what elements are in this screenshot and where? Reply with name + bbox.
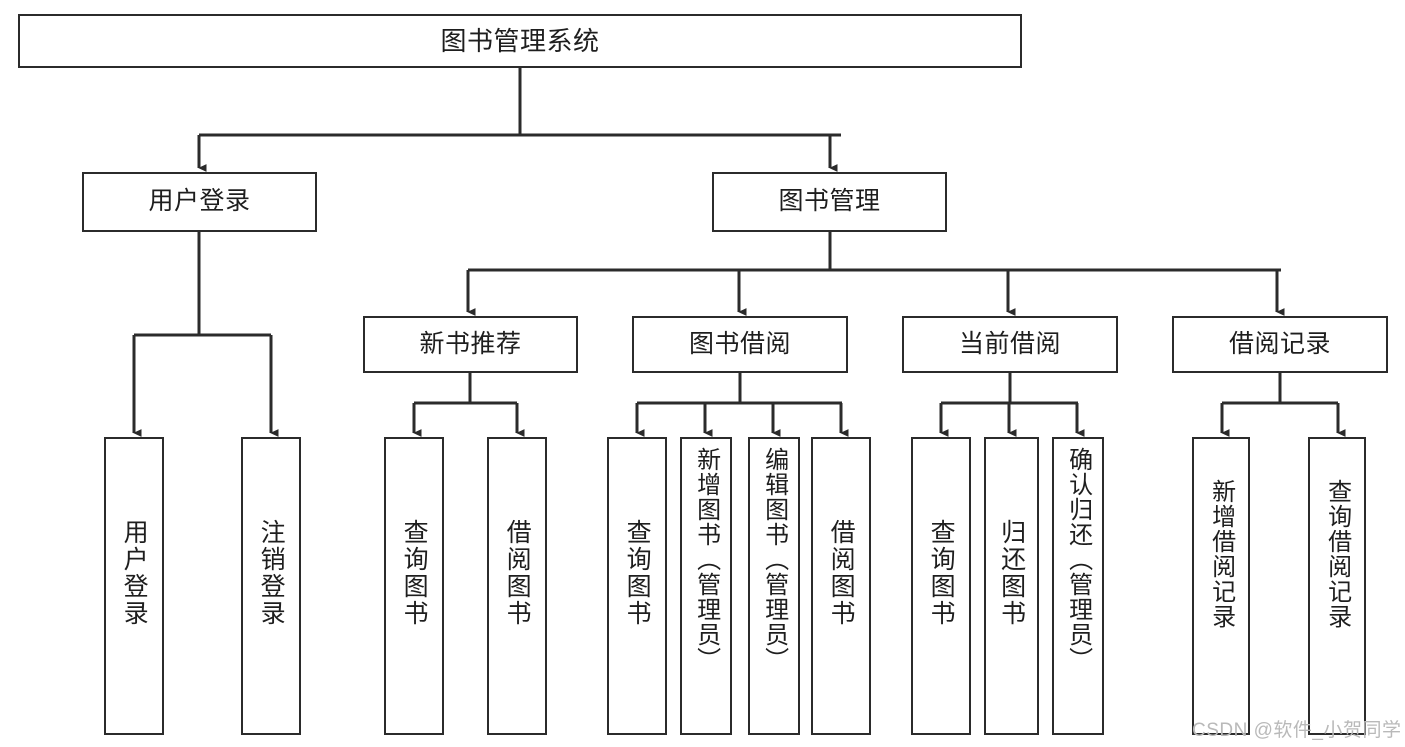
- node-leaf-add-record[interactable]: 新增借阅记录: [1192, 437, 1250, 735]
- node-leaf-edit-book[interactable]: 编辑图书（管理员）: [748, 437, 800, 735]
- node-root-label: 图书管理系统: [440, 25, 600, 56]
- node-borrow-record-label: 借阅记录: [1228, 329, 1331, 358]
- node-leaf-return-book[interactable]: 归还图书: [984, 437, 1039, 735]
- node-current-borrow[interactable]: 当前借阅: [902, 316, 1118, 373]
- node-borrow-record[interactable]: 借阅记录: [1172, 316, 1388, 373]
- node-leaf-confirm-return[interactable]: 确认归还（管理员）: [1052, 437, 1104, 735]
- node-leaf-return-book-label: 归还图书: [997, 519, 1026, 627]
- node-leaf-query-record-label: 查询借阅记录: [1323, 479, 1351, 629]
- node-book-borrow[interactable]: 图书借阅: [632, 316, 848, 373]
- node-leaf-edit-book-label: 编辑图书（管理员）: [760, 447, 788, 672]
- csdn-watermark-text: CSDN @软件_小贺同学: [1192, 720, 1402, 741]
- node-leaf-borrow-book-label: 借阅图书: [827, 519, 856, 627]
- node-leaf-cur-query[interactable]: 查询图书: [911, 437, 971, 735]
- node-leaf-logout[interactable]: 注销登录: [241, 437, 301, 735]
- node-leaf-cur-query-label: 查询图书: [927, 519, 956, 627]
- node-leaf-rec-borrow[interactable]: 借阅图书: [487, 437, 547, 735]
- node-leaf-logout-label: 注销登录: [257, 519, 286, 627]
- node-user-login-label: 用户登录: [148, 187, 251, 216]
- node-leaf-user-login[interactable]: 用户登录: [104, 437, 164, 735]
- node-book-manage[interactable]: 图书管理: [712, 172, 947, 232]
- node-leaf-add-record-label: 新增借阅记录: [1207, 479, 1235, 629]
- node-leaf-add-book[interactable]: 新增图书（管理员）: [680, 437, 732, 735]
- node-user-login[interactable]: 用户登录: [82, 172, 317, 232]
- csdn-watermark: CSDN @软件_小贺同学: [1192, 715, 1401, 742]
- node-current-borrow-label: 当前借阅: [958, 329, 1061, 358]
- node-leaf-query-record[interactable]: 查询借阅记录: [1308, 437, 1366, 735]
- node-leaf-rec-borrow-label: 借阅图书: [503, 519, 532, 627]
- node-leaf-borrow-query-label: 查询图书: [623, 519, 652, 627]
- node-leaf-borrow-query[interactable]: 查询图书: [607, 437, 667, 735]
- node-root[interactable]: 图书管理系统: [18, 14, 1022, 68]
- node-new-book-rec-label: 新书推荐: [419, 329, 522, 358]
- node-leaf-borrow-book[interactable]: 借阅图书: [811, 437, 871, 735]
- node-leaf-rec-query[interactable]: 查询图书: [384, 437, 444, 735]
- node-leaf-user-login-label: 用户登录: [120, 519, 149, 627]
- node-book-manage-label: 图书管理: [778, 187, 881, 216]
- node-leaf-add-book-label: 新增图书（管理员）: [692, 447, 720, 672]
- node-leaf-confirm-return-label: 确认归还（管理员）: [1064, 447, 1092, 672]
- node-book-borrow-label: 图书借阅: [688, 329, 791, 358]
- node-leaf-rec-query-label: 查询图书: [400, 519, 429, 627]
- node-new-book-rec[interactable]: 新书推荐: [363, 316, 578, 373]
